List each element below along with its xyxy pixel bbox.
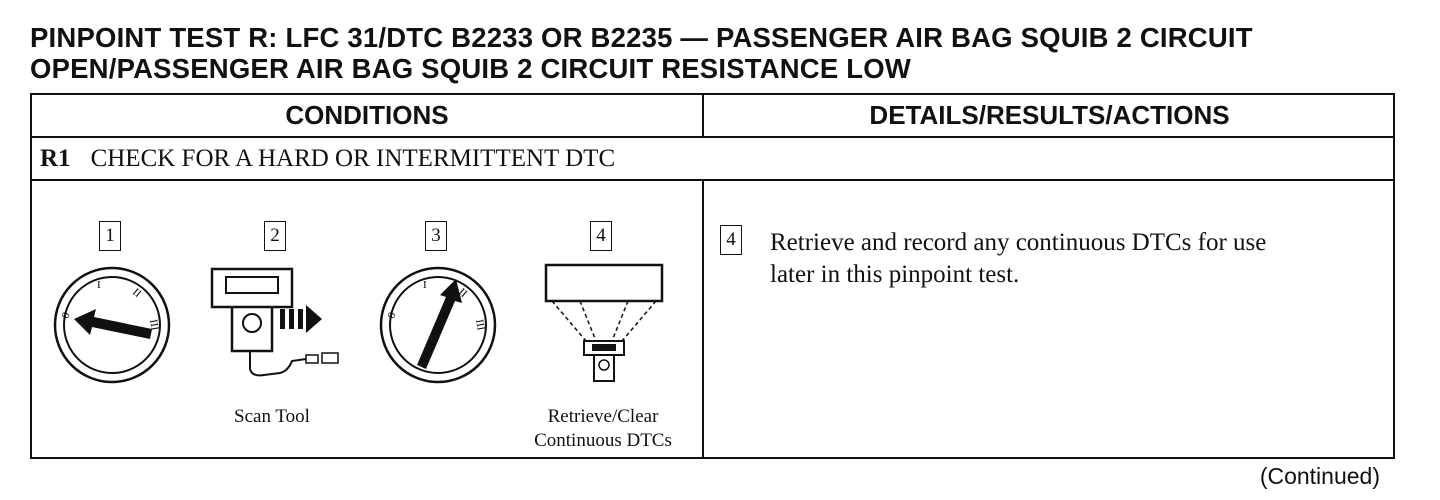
action-text: Retrieve and record any continuous DTCs …: [770, 227, 1380, 291]
retrieve-dtc-caption-line-1: Retrieve/Clear: [547, 406, 659, 427]
step-divider: [32, 179, 1393, 181]
scan-tool-icon: [210, 267, 339, 377]
illustration-4-number: 4: [590, 221, 612, 251]
action-text-line-1: Retrieve and record any continuous DTCs …: [770, 229, 1267, 256]
svg-text:III: III: [147, 318, 161, 331]
retrieve-dtc-caption-line-2: Continuous DTCs: [534, 430, 672, 451]
column-divider-body: [702, 180, 704, 459]
title-line-1: PINPOINT TEST R: LFC 31/DTC B2233 OR B22…: [30, 22, 1253, 53]
conditions-header: CONDITIONS: [285, 100, 449, 130]
svg-text:I: I: [423, 279, 427, 291]
step-row: R1 CHECK FOR A HARD OR INTERMITTENT DTC: [40, 138, 615, 180]
svg-text:0: 0: [386, 310, 399, 320]
page-title: PINPOINT TEST R: LFC 31/DTC B2233 OR B22…: [30, 22, 1415, 84]
title-line-2: OPEN/PASSENGER AIR BAG SQUIB 2 CIRCUIT R…: [30, 53, 911, 84]
svg-text:III: III: [473, 318, 487, 331]
ignition-key-run-icon: 0 I II III: [379, 266, 497, 384]
ignition-key-off-icon: 0 I II III: [53, 266, 171, 384]
svg-text:I: I: [97, 279, 101, 291]
retrieve-dtc-caption: Retrieve/Clear Continuous DTCs: [518, 405, 688, 453]
pinpoint-test-table: CONDITIONS DETAILS/RESULTS/ACTIONS R1 CHE…: [30, 93, 1395, 459]
illustration-2-number: 2: [264, 221, 286, 251]
retrieve-dtc-icon: [544, 263, 664, 382]
header-divider: [32, 136, 1393, 138]
svg-text:0: 0: [60, 310, 73, 320]
column-divider-top: [702, 95, 704, 137]
details-header: DETAILS/RESULTS/ACTIONS: [869, 100, 1230, 130]
illustration-1-number: 1: [99, 221, 121, 251]
scan-tool-caption: Scan Tool: [234, 406, 310, 427]
step-id: R1: [40, 145, 71, 172]
illustration-3-number: 3: [425, 221, 447, 251]
svg-text:II: II: [130, 286, 144, 300]
action-text-line-2: later in this pinpoint test.: [770, 261, 1020, 288]
continued-label: (Continued): [1259, 463, 1380, 489]
action-number: 4: [720, 225, 742, 255]
step-label: CHECK FOR A HARD OR INTERMITTENT DTC: [90, 145, 616, 172]
